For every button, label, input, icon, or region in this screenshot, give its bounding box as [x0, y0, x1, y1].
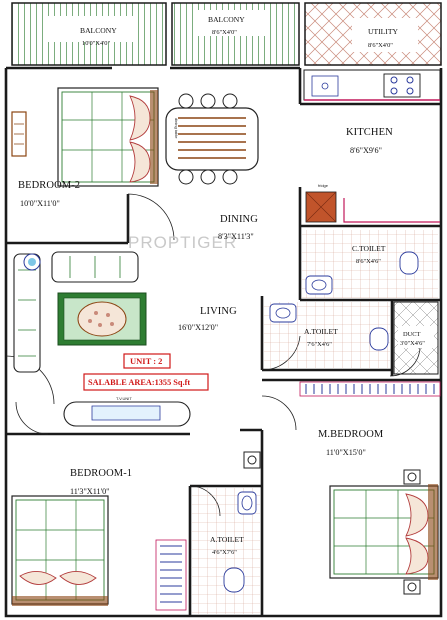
m-bedroom-furniture	[243, 381, 441, 595]
a-toilet-2-area	[192, 488, 260, 614]
dining-name: DINING	[220, 214, 258, 225]
living-furniture: T.V.UNIT	[13, 251, 191, 427]
unit-label: UNIT : 2	[130, 356, 162, 366]
c-toilet-dims: 8'6"X4'6"	[356, 258, 381, 265]
balcony-2-name: BALCONY	[208, 15, 245, 24]
bedroom-1-furniture	[11, 495, 187, 611]
kitchen-name: KITCHEN	[346, 127, 393, 138]
duct-dims: 3'0"X4'6"	[400, 340, 425, 347]
balcony-1-dims: 10'0"X4'0"	[82, 40, 111, 47]
c-toilet-area	[302, 230, 438, 298]
utility-area	[304, 2, 442, 66]
balcony-2-dims: 8'6"X4'0"	[212, 29, 237, 36]
walls	[4, 66, 443, 618]
bedroom-2-dims: 10'0"X11'0"	[20, 199, 60, 208]
salable-area-badge: SALABLE AREA:1355 Sq.ft	[83, 373, 209, 391]
m-bedroom-dims: 11'0"X15'0"	[326, 448, 366, 457]
utility-name: UTILITY	[368, 27, 398, 36]
a-toilet-2-name: A.TOILET	[210, 535, 244, 544]
bedroom-2-furniture	[11, 87, 159, 187]
m-bedroom-name: M.BEDROOM	[318, 429, 384, 440]
a-toilet-2-dims: 4'6"X7'6"	[212, 549, 237, 556]
bedroom-1-name: BEDROOM-1	[70, 468, 132, 479]
bedroom-2-name: BEDROOM-2	[18, 180, 80, 191]
utility-dims: 8'6"X4'0"	[368, 42, 393, 49]
living-name: LIVING	[200, 306, 237, 317]
a-toilet-1-area	[264, 302, 390, 368]
balcony-1-area	[11, 2, 167, 66]
bedroom-1-dims: 11'3"X11'0"	[70, 487, 110, 496]
salable-area-label: SALABLE AREA:1355 Sq.ft	[88, 378, 190, 387]
tv-unit-label: T.V.UNIT	[116, 396, 132, 401]
dining-table: dining table	[165, 93, 259, 185]
dining-dims: 8'3"X11'3"	[218, 232, 254, 241]
balcony-2-area	[171, 2, 300, 66]
duct-area	[393, 301, 439, 375]
watermark: PROPTIGER	[128, 233, 237, 252]
a-toilet-1-dims: 7'6"X4'6"	[307, 341, 332, 348]
kitchen-area: fridge	[303, 69, 441, 223]
living-dims: 16'0"X12'0"	[178, 323, 218, 332]
unit-badge: UNIT : 2	[123, 353, 171, 369]
dining-table-label: dining table	[174, 118, 179, 139]
balcony-1-name: BALCONY	[80, 26, 117, 35]
a-toilet-1-name: A.TOILET	[304, 327, 338, 336]
c-toilet-name: C.TOILET	[352, 244, 386, 253]
kitchen-dims: 8'6"X9'6"	[350, 146, 382, 155]
duct-name: DUCT	[403, 331, 420, 338]
fridge-label: fridge	[318, 183, 329, 188]
